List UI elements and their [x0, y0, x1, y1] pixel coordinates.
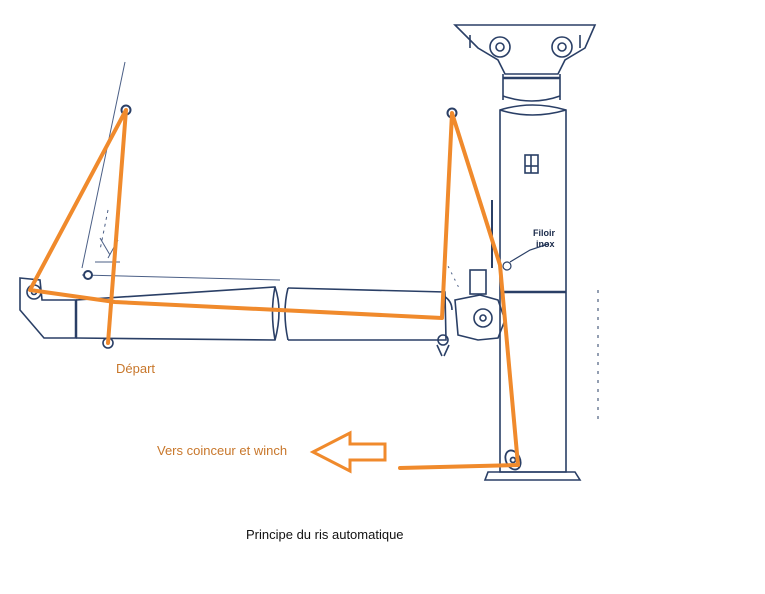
reefing-line: [28, 108, 520, 470]
depart-label: Départ: [116, 361, 155, 376]
mast-foot-block: [504, 449, 522, 471]
lower-cringle: [83, 270, 93, 280]
filoir-pointer: [502, 243, 549, 271]
winch-label: Vers coinceur et winch: [157, 443, 287, 458]
masthead-fitting: [453, 24, 597, 102]
reef-cringles: [83, 104, 458, 280]
filoir-label-line1: Filoir: [533, 228, 555, 238]
direction-arrow-icon: [309, 430, 387, 474]
sail-outline: [81, 61, 461, 291]
gooseneck: [454, 269, 506, 341]
filoir-label-line2: inox: [536, 239, 555, 249]
diagram-caption: Principe du ris automatique: [246, 527, 404, 542]
